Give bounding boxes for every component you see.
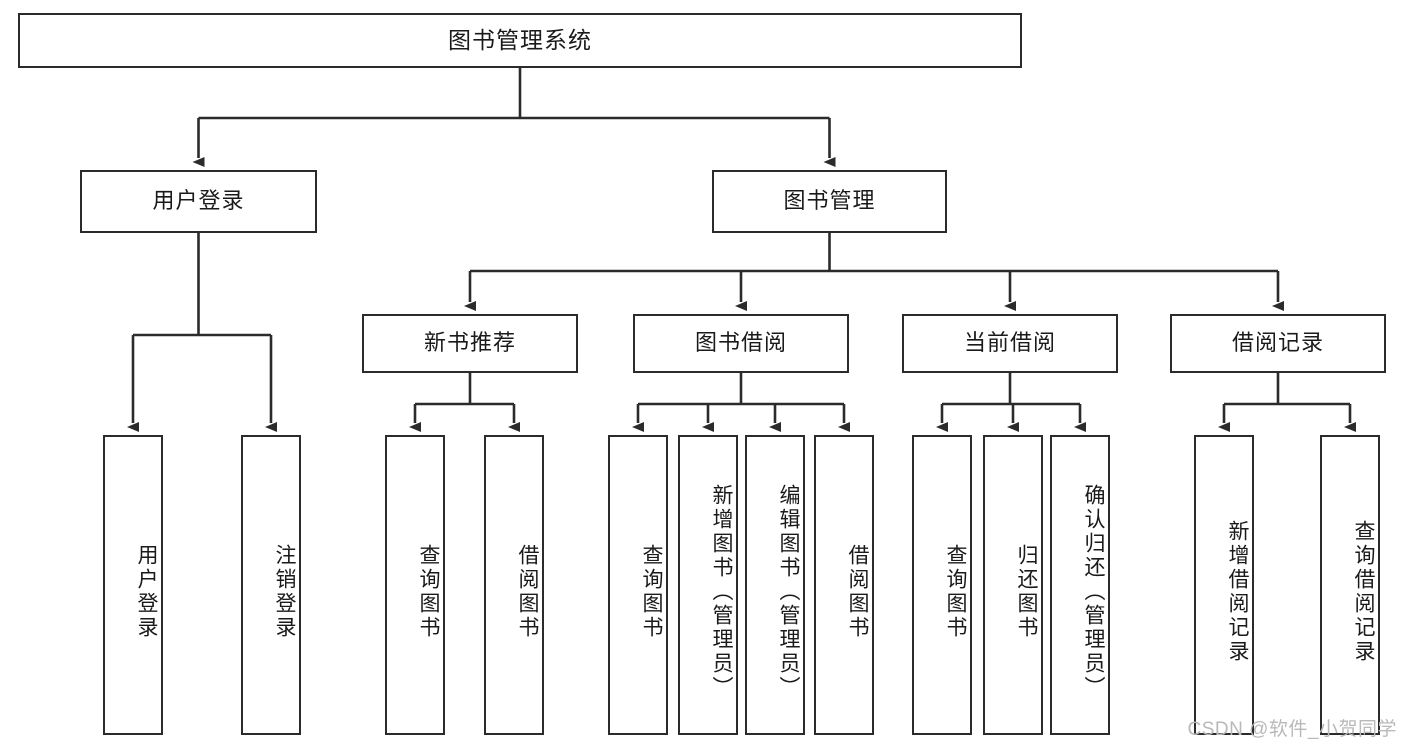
watermark: CSDN @软件_小贺同学: [1187, 719, 1397, 740]
leaf-query-record[interactable]: 查询借阅记录: [1320, 435, 1380, 735]
node-borrow-record[interactable]: 借阅记录: [1170, 314, 1386, 373]
node-current-borrow-label: 当前借阅: [963, 330, 1056, 356]
node-book-management[interactable]: 图书管理: [712, 170, 947, 233]
node-borrow-record-label: 借阅记录: [1231, 330, 1324, 356]
leaf-borrow-book-2-label: 借阅图书: [846, 544, 869, 640]
leaf-user-login-label: 用户登录: [135, 544, 158, 640]
leaf-query-book-2[interactable]: 查询图书: [608, 435, 668, 735]
node-new-book-recommend-label: 新书推荐: [423, 330, 516, 356]
leaf-return-book[interactable]: 归还图书: [983, 435, 1043, 735]
node-new-book-recommend[interactable]: 新书推荐: [362, 314, 578, 373]
leaf-borrow-book-2[interactable]: 借阅图书: [814, 435, 874, 735]
leaf-user-logout[interactable]: 注销登录: [241, 435, 301, 735]
node-root[interactable]: 图书管理系统: [18, 13, 1022, 68]
leaf-query-book-1-label: 查询图书: [417, 544, 440, 640]
leaf-borrow-book-1-label: 借阅图书: [516, 544, 539, 640]
leaf-add-book-label: 新增图书（管理员）: [710, 484, 733, 700]
node-book-borrow[interactable]: 图书借阅: [633, 314, 849, 373]
leaf-add-record[interactable]: 新增借阅记录: [1194, 435, 1254, 735]
leaf-confirm-return-label: 确认归还（管理员）: [1082, 484, 1105, 700]
leaf-confirm-return[interactable]: 确认归还（管理员）: [1050, 435, 1110, 735]
leaf-query-record-label: 查询借阅记录: [1352, 520, 1375, 664]
leaf-query-book-3-label: 查询图书: [944, 544, 967, 640]
node-current-borrow[interactable]: 当前借阅: [902, 314, 1118, 373]
leaf-user-logout-label: 注销登录: [273, 544, 296, 640]
leaf-edit-book-label: 编辑图书（管理员）: [777, 484, 800, 700]
node-user-login-label: 用户登录: [152, 188, 245, 214]
leaf-return-book-label: 归还图书: [1015, 544, 1038, 640]
leaf-query-book-3[interactable]: 查询图书: [912, 435, 972, 735]
leaf-add-book[interactable]: 新增图书（管理员）: [678, 435, 738, 735]
leaf-query-book-2-label: 查询图书: [640, 544, 663, 640]
leaf-borrow-book-1[interactable]: 借阅图书: [484, 435, 544, 735]
node-root-label: 图书管理系统: [448, 26, 592, 53]
node-user-login[interactable]: 用户登录: [80, 170, 317, 233]
node-book-management-label: 图书管理: [783, 188, 876, 214]
leaf-add-record-label: 新增借阅记录: [1226, 520, 1249, 664]
leaf-query-book-1[interactable]: 查询图书: [385, 435, 445, 735]
node-book-borrow-label: 图书借阅: [694, 330, 787, 356]
leaf-user-login[interactable]: 用户登录: [103, 435, 163, 735]
leaf-edit-book[interactable]: 编辑图书（管理员）: [745, 435, 805, 735]
